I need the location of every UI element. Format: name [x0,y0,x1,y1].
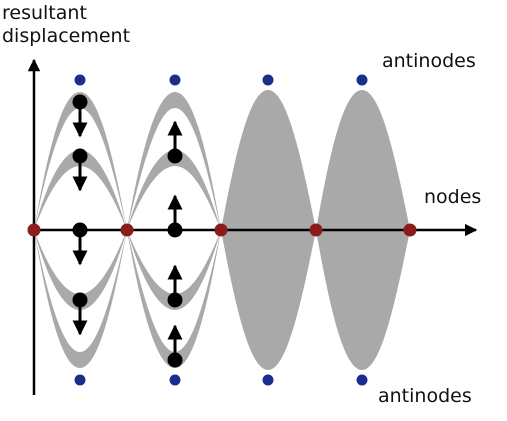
particle-dot [167,222,183,238]
particle-dot [72,148,88,164]
loop-1-inner-band [34,150,127,230]
antinode-dot [262,74,274,86]
particle-dot [167,352,183,368]
node-dot [214,223,228,237]
node-dot [27,223,41,237]
y-axis-label-line2: displacement [2,24,131,47]
antinode-dot [169,74,181,86]
nodes [27,223,417,237]
antinode-dot [262,374,274,386]
node-dot [309,223,323,237]
antinodes-label-bottom: antinodes [378,385,472,407]
antinode-dot [169,374,181,386]
loop-2-outer-band [127,92,221,230]
loop-2-outer-band-lower [127,230,221,368]
y-axis-label-line1: resultant [2,2,87,24]
loop-1-arrows [72,94,88,336]
antinode-dot [74,74,86,86]
particle-dot [72,292,88,308]
particle-dot [167,148,183,164]
loop-1-outer-band [34,92,127,230]
loop-2-inner-band-lower [127,230,221,310]
antinodes-label-top: antinodes [382,50,476,72]
antinode-dot [74,374,86,386]
particle-dot [72,222,88,238]
loop-1-outer-band-lower [34,230,127,368]
loop-2-inner-band [127,150,221,230]
nodes-label: nodes [424,186,482,208]
antinode-dot [356,74,368,86]
particle-dot [72,94,88,110]
antinode-dot [356,374,368,386]
loop-2-arrows [167,120,183,368]
antinodes [74,74,368,386]
particle-dot [167,292,183,308]
loop-1-inner-band-lower [34,230,127,310]
node-dot [403,223,417,237]
y-axis-label: resultant displacement [2,2,130,48]
node-dot [120,223,134,237]
